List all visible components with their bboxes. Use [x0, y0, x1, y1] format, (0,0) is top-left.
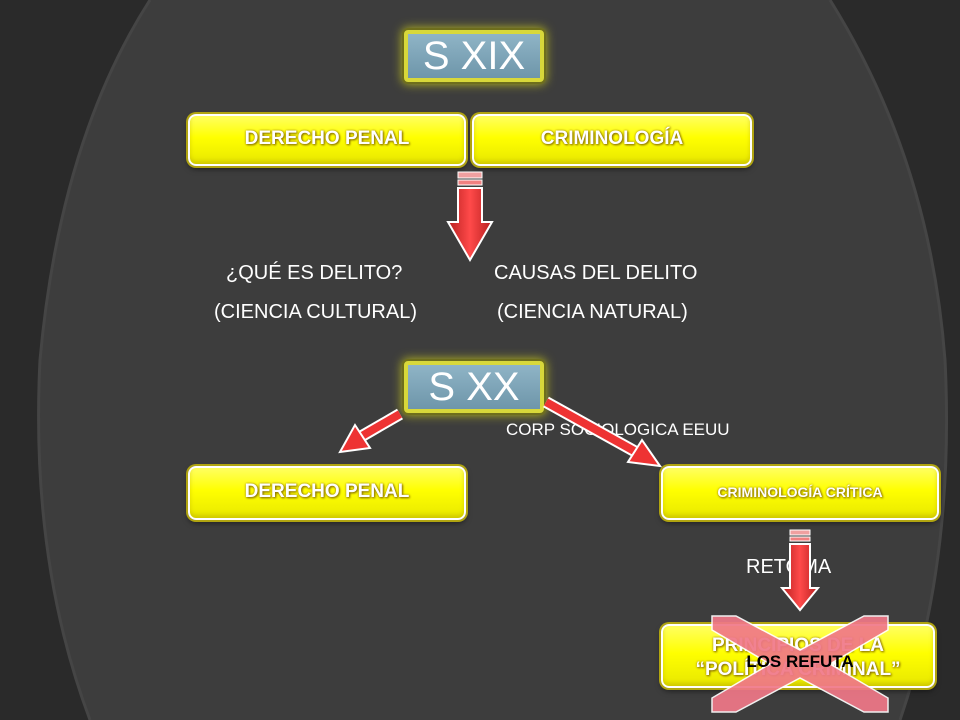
retoma-label: RETOMA	[746, 556, 832, 578]
ciencia-natural-label: (CIENCIA NATURAL)	[497, 301, 688, 323]
century-19-box: S XIX	[404, 30, 544, 82]
derecho-penal-label-bottom: DERECHO PENAL	[244, 481, 410, 502]
century-20-box: S XX	[404, 361, 544, 413]
que-es-delito-label: ¿QUÉ ES DELITO?	[226, 262, 403, 284]
causas-delito-label: CAUSAS DEL DELITO	[494, 262, 698, 284]
los-refuta-label: LOS REFUTA	[746, 652, 854, 671]
criminologia-label: CRIMINOLOGÍA	[540, 128, 684, 149]
century-20-label: S XX	[428, 365, 520, 409]
criminologia-critica-box: CRIMINOLOGÍA CRÍTICA	[661, 466, 939, 520]
corp-sociologica-label: CORP SOCIOLOGICA EEUU	[506, 420, 730, 439]
criminologia-critica-label: CRIMINOLOGÍA CRÍTICA	[717, 484, 883, 500]
derecho-penal-label-top: DERECHO PENAL	[244, 128, 410, 149]
criminologia-box: CRIMINOLOGÍA	[472, 114, 752, 166]
ciencia-cultural-label: (CIENCIA CULTURAL)	[214, 301, 417, 323]
derecho-penal-box-bottom: DERECHO PENAL	[188, 466, 466, 520]
derecho-penal-box-top: DERECHO PENAL	[188, 114, 466, 166]
century-19-label: S XIX	[422, 34, 526, 78]
